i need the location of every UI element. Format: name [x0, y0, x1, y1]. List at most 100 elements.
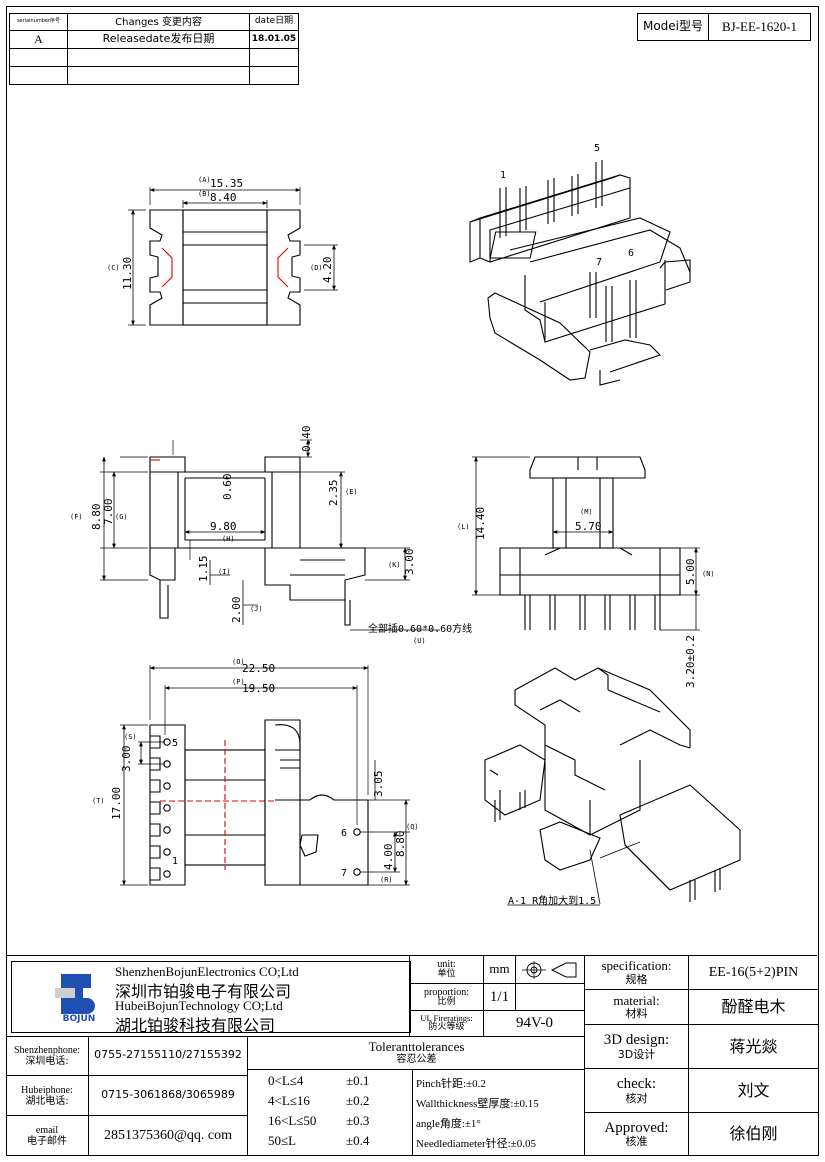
dim-q-label: (Q) [406, 823, 419, 831]
dim-q-value: 8.80 [394, 831, 407, 858]
dim-top-thk: 0.40 [300, 426, 313, 453]
title-block: BOJUN ShenzhenBojunElectronics CO;Ltd 深圳… [6, 955, 818, 1155]
dim-h-label: (H) [222, 535, 235, 543]
email-value: 2851375360@qq. com [104, 1127, 232, 1143]
bottom-pin-1: 1 [172, 856, 178, 867]
bottom-pin-7: 7 [341, 868, 347, 879]
iso-pin-5: 5 [594, 143, 600, 154]
dim-f-label: (F) [70, 513, 83, 521]
sz-phone-label-cn: 深圳电话: [25, 1055, 69, 1067]
company-cn-2: 湖北铂骏科技有限公司 [115, 1016, 276, 1035]
material-label-cn: 材料 [625, 1007, 648, 1021]
dim-s-value: 3.00 [120, 746, 133, 773]
model-box: Modei型号 BJ-EE-1620-1 [637, 13, 811, 41]
email-label-cn: 电子邮件 [27, 1135, 67, 1147]
drawing-border [6, 6, 819, 1156]
tol-range-2: 16<L≤50 [268, 1113, 317, 1128]
iso-pin-6: 6 [628, 248, 634, 259]
dim-b-value: 8.40 [210, 191, 237, 204]
dim-n-value: 5.00 [684, 559, 697, 586]
hb-phone-label: Hubeiphone: 湖北电话: [6, 1076, 88, 1115]
dim-l-value: 14.40 [474, 507, 487, 540]
email-label-en: email [35, 1124, 59, 1136]
revision-header-serial: serialnumber序号 [16, 18, 61, 25]
top-view [128, 187, 338, 326]
bottom-pin-5: 5 [172, 738, 178, 749]
dim-e-value: 2.35 [327, 480, 340, 507]
tolerance-title-en: Toleranttolerances [368, 1038, 465, 1054]
check-label-en: check: [616, 1076, 657, 1093]
tol-value-2: ±0.3 [346, 1113, 370, 1128]
revision-header-changes: Changes 变更内容 [115, 16, 202, 28]
approved-label-en: Approved: [604, 1119, 669, 1136]
dim-l-label: (L) [457, 523, 470, 531]
dim-r-value: 4.00 [382, 844, 395, 871]
dim-j-label: (J) [250, 605, 263, 613]
ul-value: 94V-0 [516, 1015, 553, 1032]
tol-range-0: 0<L≤4 [268, 1073, 304, 1088]
iso-pin-1: 1 [500, 170, 506, 181]
dim-m-value: 5.70 [575, 520, 602, 533]
dim-pin-length: 3.20±0.2 [684, 635, 697, 688]
spec-block: specification: 规格 EE-16(5+2)PIN material… [584, 956, 818, 1155]
company-block: BOJUN ShenzhenBojunElectronics CO;Ltd 深圳… [11, 961, 411, 1035]
dim-g-label: (G) [115, 513, 128, 521]
tolerance-title: Toleranttolerances 容忍公差 [248, 1036, 585, 1069]
check-value: 刘文 [737, 1080, 770, 1100]
dim-j-value: 2.00 [230, 597, 243, 624]
dim-d-label: (D) [310, 264, 323, 272]
pin-note-label: (U) [413, 637, 426, 645]
dim-t-label: (T) [92, 797, 105, 805]
dim-k-label: (K) [388, 561, 401, 569]
dim-c-value: 11.30 [121, 257, 134, 290]
unit-label: unit: 单位 [410, 956, 483, 983]
dim-o-value: 22.50 [242, 662, 275, 675]
spec-value: EE-16(5+2)PIN [708, 964, 799, 980]
ul-label: UL Fireratings: 防火等级 [410, 1011, 483, 1036]
sz-phone-value: 0755-27155110/27155392 [94, 1048, 242, 1062]
design-value: 蒋光燚 [729, 1036, 778, 1056]
model-value: BJ-EE-1620-1 [721, 18, 798, 34]
company-en-1: ShenzhenBojunElectronics CO;Ltd [115, 964, 299, 979]
tol-note-3: Needlediameter针径:±0.05 [416, 1138, 536, 1150]
spec-label-en: specification: [601, 958, 672, 974]
unit-block: unit: 单位 mm proportion: 比例 1/1 UL Firera… [409, 956, 585, 1036]
logo-text: BOJUN [62, 1014, 96, 1024]
dim-d-value: 4.20 [321, 257, 334, 284]
hb-phone-value: 0715-3061868/3065989 [101, 1088, 235, 1102]
ul-label-cn: 防火等级 [428, 1022, 465, 1033]
iso-view-bottom [484, 667, 741, 906]
dim-h-value: 9.80 [210, 520, 237, 533]
dim-a-label: (A) [198, 176, 211, 184]
technical-drawing: (A) 15.35 (B) 8.40 (C) 11.30 4.20 (D) 1 … [70, 143, 741, 907]
iso-view-top [469, 160, 691, 386]
tol-value-0: ±0.1 [346, 1073, 370, 1088]
model-label: Modei型号 [642, 19, 704, 34]
pin-note: 全部插0.60*0.60方线 [368, 622, 472, 635]
design-label-en: 3D design: [603, 1032, 670, 1049]
dim-i-label: (I) [218, 568, 231, 576]
design-label-cn: 3D设计 [617, 1047, 656, 1061]
ul-label-en: UL Fireratings: [420, 1012, 473, 1023]
revision-change: Releasedate发布日期 [102, 32, 215, 46]
dim-a-value: 15.35 [210, 177, 243, 190]
unit-label-en: unit: [437, 959, 456, 971]
revision-date: 18.01.05 [251, 33, 297, 44]
company-cn-1: 深圳市铂骏电子有限公司 [115, 982, 292, 1001]
sz-phone-label-en: Shenzhenphone: [13, 1044, 81, 1056]
material-label: material: 材料 [585, 990, 688, 1024]
approved-value: 徐伯刚 [729, 1124, 778, 1144]
dim-e-label: (E) [345, 488, 358, 496]
company-logo: BOJUN [55, 974, 103, 1024]
side-view [472, 456, 700, 631]
proportion-label: proportion: 比例 [410, 984, 483, 1010]
contact-block: Shenzhenphone: 深圳电话: 0755-27155110/27155… [6, 1036, 247, 1155]
iso-note: A-1 R角加大到1.5 [508, 894, 596, 907]
hb-phone-label-cn: 湖北电话: [25, 1095, 69, 1107]
dim-k-value: 3.00 [403, 549, 416, 576]
dim-s-label: (S) [124, 733, 137, 741]
projection-symbol [522, 961, 580, 979]
check-label: check: 核对 [585, 1069, 688, 1112]
spec-label-cn: 规格 [625, 972, 648, 986]
dim-m-label: (M) [580, 508, 593, 516]
